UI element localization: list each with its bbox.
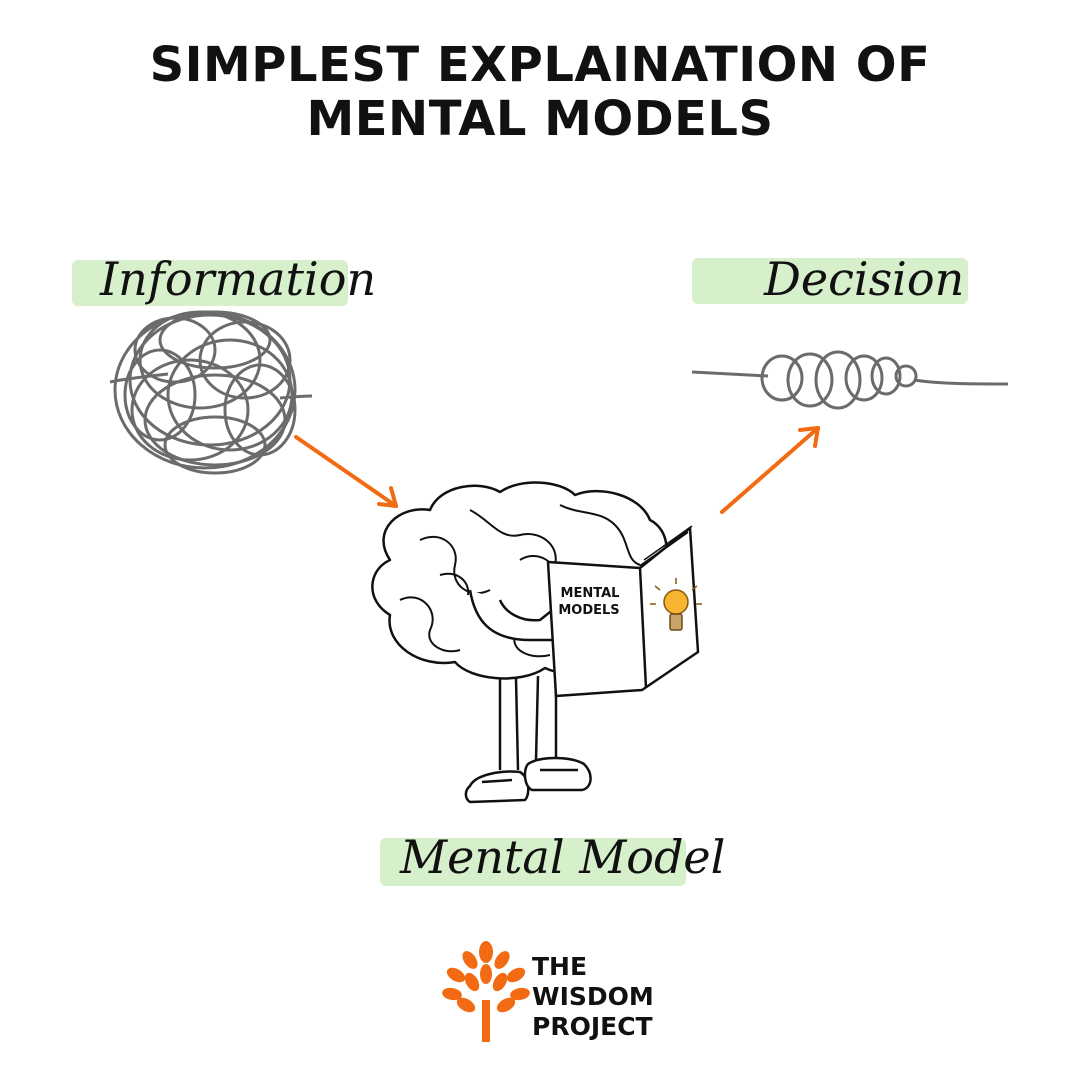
logo-line-2: WISDOM (532, 982, 654, 1011)
logo-line-1: THE (532, 952, 588, 981)
information-highlight (72, 260, 348, 306)
book-title-line-1: MENTAL (561, 586, 620, 601)
output-arrow (720, 426, 820, 514)
mental-model-label: Mental Model (400, 830, 726, 884)
input-arrow (294, 435, 398, 508)
book-icon (546, 525, 700, 698)
decision-label: Decision (764, 252, 965, 306)
mental-model-highlight (380, 838, 686, 886)
logo-wordmark: THE WISDOM PROJECT (532, 952, 654, 1042)
lightbulb-icon (650, 578, 702, 631)
logo-line-3: PROJECT (532, 1012, 653, 1041)
title-line-2: MENTAL MODELS (306, 91, 774, 147)
decision-highlight (692, 258, 968, 304)
information-label: Information (100, 252, 377, 306)
book-title-line-2: MODELS (558, 603, 619, 618)
tree-logo-icon (442, 941, 530, 1042)
title-line-1: SIMPLEST EXPLAINATION OF (149, 37, 931, 93)
loose-knot-icon (691, 350, 1009, 410)
tangled-scribble-icon (109, 310, 313, 475)
page-title: SIMPLEST EXPLAINATION OF MENTAL MODELS (0, 38, 1080, 146)
